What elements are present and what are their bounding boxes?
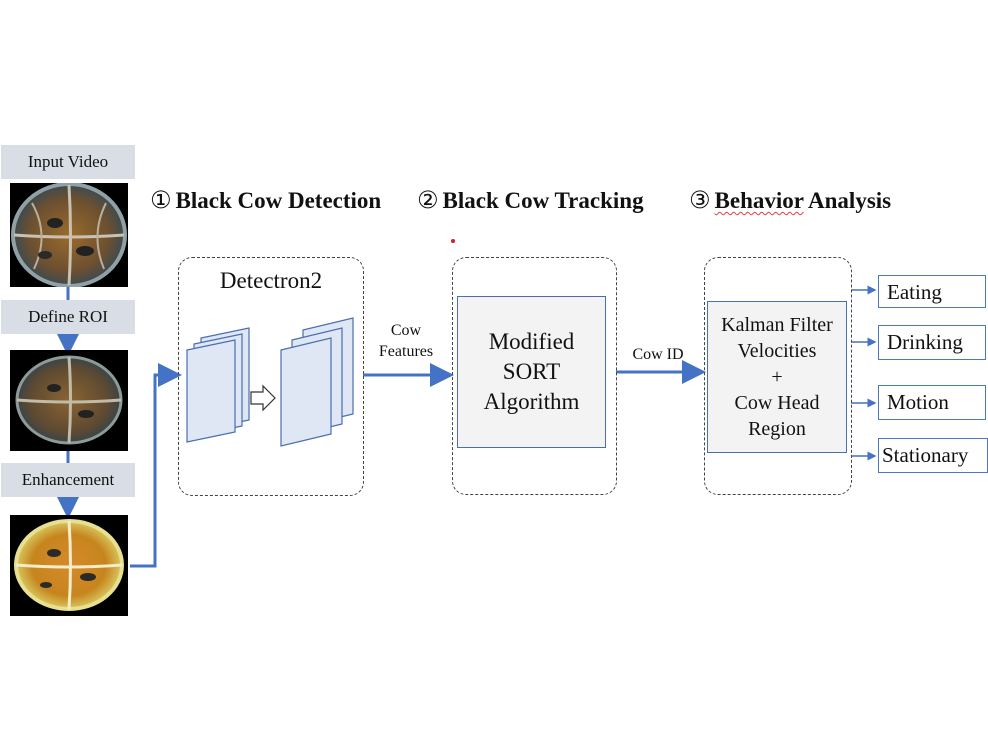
kalman-line3: + (771, 366, 783, 388)
detection-module: Detectron2 (178, 257, 364, 496)
output-stationary: Stationary (878, 438, 988, 473)
kalman-line4: Cow Head (734, 392, 820, 414)
tracking-module: Modified SORT Algorithm (452, 257, 617, 495)
output-motion: Motion (878, 385, 986, 420)
roi-image-icon (15, 355, 123, 445)
kalman-line1: Kalman Filter (721, 314, 833, 336)
enhancement-label: Enhancement (1, 463, 135, 497)
stage-number-1: ① (150, 186, 172, 214)
sort-line3: Algorithm (483, 389, 580, 414)
sort-line1: Modified (488, 329, 575, 354)
input-video-thumbnail (10, 182, 128, 288)
network-layers-icon (186, 317, 354, 447)
stage-detection-text: Black Cow Detection (175, 188, 382, 213)
red-dot (451, 239, 455, 243)
stage-number-2: ② (417, 186, 439, 214)
fisheye-image-icon (11, 182, 127, 288)
cow-features-line2: Features (378, 343, 434, 360)
enhanced-thumbnail (10, 515, 128, 616)
kalman-filter-box: Kalman Filter Velocities + Cow Head Regi… (707, 301, 847, 453)
analysis-module: Kalman Filter Velocities + Cow Head Regi… (704, 257, 852, 495)
kalman-line2: Velocities (737, 340, 817, 362)
input-video-label: Input Video (1, 145, 135, 179)
sort-algorithm-box: Modified SORT Algorithm (457, 296, 606, 448)
output-eating: Eating (878, 275, 986, 308)
stage-analysis-text-1: Behavior (714, 188, 804, 213)
cow-features-line1: Cow (390, 322, 422, 339)
cow-id-label: Cow ID (632, 346, 684, 363)
sort-line2: SORT (502, 359, 561, 384)
arrow-enhanced-to-detection (130, 363, 182, 568)
detectron2-title: Detectron2 (219, 268, 323, 293)
kalman-line5: Region (748, 418, 806, 440)
enhanced-image-icon (14, 519, 124, 611)
stage-analysis-text-2: Analysis (803, 188, 892, 213)
define-roi-label: Define ROI (1, 300, 135, 334)
stage-number-3: ③ (689, 186, 711, 214)
cow-features-label: Cow Features (368, 320, 444, 362)
output-drinking: Drinking (878, 325, 986, 360)
roi-thumbnail (10, 350, 128, 451)
stage-tracking-text: Black Cow Tracking (442, 188, 644, 213)
